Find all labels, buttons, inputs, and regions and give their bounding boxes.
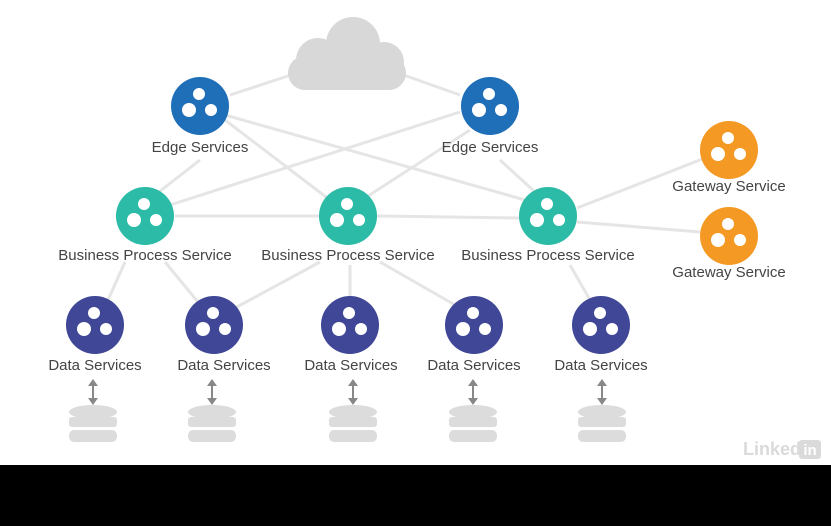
gears-icon (711, 218, 746, 247)
database-icon (69, 405, 117, 442)
double-arrow-icon (348, 379, 358, 405)
edge-service-node: Edge Services (442, 77, 539, 156)
edge-to-business-connector (224, 118, 331, 202)
gears-icon (77, 307, 112, 336)
data-service-node: Data Services (554, 296, 648, 374)
gears-icon (330, 198, 365, 227)
gears-icon (472, 88, 507, 117)
data-service-node: Data Services (427, 296, 521, 374)
edge-service-label: Edge Services (152, 139, 249, 156)
database-icon (449, 405, 497, 442)
business-to-data-connector (163, 261, 200, 303)
database-column (188, 379, 236, 442)
gears-icon (182, 88, 217, 117)
data-service-label: Data Services (427, 357, 520, 374)
gears-icon (711, 132, 746, 161)
double-arrow-icon (468, 379, 478, 405)
gateway-service-label: Gateway Service (672, 264, 785, 281)
gateway-service-label: Gateway Service (672, 178, 785, 195)
gateway-service-node: Gateway Service (672, 121, 786, 195)
double-arrow-icon (207, 379, 217, 405)
business-process-label: Business Process Service (461, 247, 634, 264)
service-circle (116, 187, 174, 245)
double-arrow-icon (88, 379, 98, 405)
edge-service-label: Edge Services (442, 139, 539, 156)
service-circle (461, 77, 519, 135)
data-service-node: Data Services (304, 296, 398, 374)
gears-icon (196, 307, 231, 336)
business-to-data-connector (379, 260, 456, 307)
service-circle (445, 296, 503, 354)
service-circle (572, 296, 630, 354)
architecture-diagram: Edge Services Edge Services Gateway Serv… (0, 0, 831, 465)
service-circle (700, 121, 758, 179)
edge-to-business-connector (498, 158, 537, 194)
data-service-label: Data Services (554, 357, 647, 374)
gateway-service-node: Gateway Service (672, 207, 786, 281)
database-icon (578, 405, 626, 442)
business-to-data-connector (568, 264, 592, 301)
watermark-text: Linked (743, 439, 801, 459)
data-service-label: Data Services (48, 357, 141, 374)
edge-to-cloud-connector (394, 70, 461, 97)
database-icon (188, 405, 236, 442)
video-bottom-bar (0, 465, 831, 526)
edge-to-business-connector (154, 158, 201, 197)
database-icon (329, 405, 377, 442)
diagram-svg: Edge Services Edge Services Gateway Serv… (48, 17, 821, 459)
service-circle (185, 296, 243, 354)
watermark-in-badge (799, 440, 821, 459)
business-to-gateway-connector (576, 220, 701, 234)
watermark-in-text: in (803, 442, 816, 459)
business-to-gateway-connector (576, 156, 706, 210)
edge-to-business-connector (364, 128, 471, 200)
business-process-node: Business Process Service (261, 187, 435, 264)
linkedin-watermark: Linked in (743, 439, 821, 459)
data-service-label: Data Services (177, 357, 270, 374)
gears-icon (583, 307, 618, 336)
double-arrow-icon (597, 379, 607, 405)
edge-to-business-connector (224, 113, 526, 202)
business-process-label: Business Process Service (58, 247, 231, 264)
edge-service-node: Edge Services (152, 77, 249, 156)
cloud-icon (288, 17, 406, 90)
business-to-data-connector (234, 260, 321, 310)
business-process-node: Business Process Service (461, 187, 635, 264)
data-service-label: Data Services (304, 357, 397, 374)
business-to-data-connector (106, 261, 127, 301)
database-column (69, 379, 117, 442)
database-column (329, 379, 377, 442)
edge-to-business-connector (169, 110, 461, 207)
gears-icon (456, 307, 491, 336)
gears-icon (127, 198, 162, 227)
gears-icon (332, 307, 367, 336)
business-to-business-connector (376, 214, 521, 220)
service-circle (66, 296, 124, 354)
service-circle (321, 296, 379, 354)
connectors (106, 70, 706, 310)
database-column (449, 379, 497, 442)
data-service-node: Data Services (177, 296, 271, 374)
service-circle (319, 187, 377, 245)
service-circle (519, 187, 577, 245)
business-process-node: Business Process Service (58, 187, 232, 264)
gears-icon (530, 198, 565, 227)
data-service-node: Data Services (48, 296, 142, 374)
business-process-label: Business Process Service (261, 247, 434, 264)
service-circle (171, 77, 229, 135)
database-column (578, 379, 626, 442)
service-circle (700, 207, 758, 265)
